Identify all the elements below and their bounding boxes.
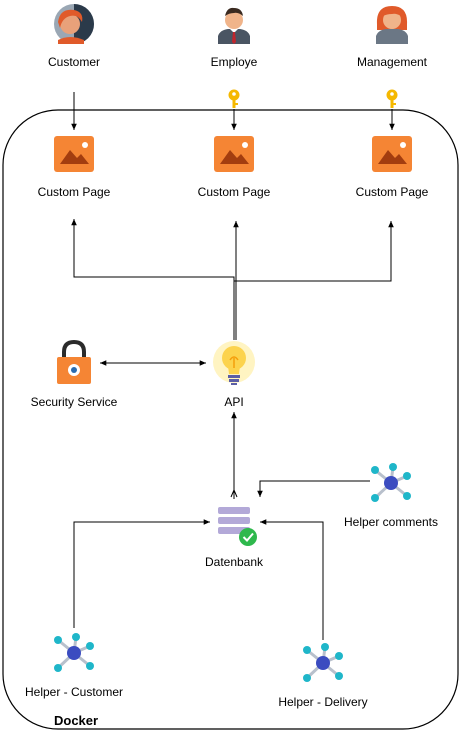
- helper-comments-label: Helper comments: [343, 515, 439, 529]
- database-check-icon: [218, 507, 257, 546]
- docker-container: [2, 109, 459, 730]
- image-page-icon-employee: [214, 136, 254, 172]
- management-page-label: Custom Page: [355, 185, 429, 199]
- management-avatar-icon: [376, 6, 408, 44]
- customer-label: Customer: [47, 55, 101, 69]
- lightbulb-icon: [213, 341, 255, 385]
- edge-api-to-customer-page: [71, 219, 235, 340]
- key-icon-management: [386, 89, 398, 108]
- customer-page-label: Custom Page: [37, 185, 111, 199]
- network-hub-icon-delivery: [303, 643, 343, 682]
- edge-api-to-management-page: [234, 221, 394, 282]
- employee-page-label: Custom Page: [197, 185, 271, 199]
- database-label: Datenbank: [204, 555, 264, 569]
- edge-helper-customer-to-db: [73, 519, 210, 628]
- edge-helper-comments-to-db: [257, 480, 370, 497]
- helper-customer-label: Helper - Customer: [24, 685, 124, 699]
- management-label: Management: [356, 55, 428, 69]
- api-label: API: [224, 395, 244, 409]
- employee-label: Employe: [210, 55, 258, 69]
- edge-helper-delivery-to-db: [260, 519, 324, 640]
- employee-avatar-icon: [218, 7, 250, 44]
- docker-label: Docker: [54, 713, 99, 728]
- network-hub-icon-comments: [371, 463, 411, 502]
- helper-delivery-label: Helper - Delivery: [278, 695, 368, 709]
- edge-database-crowfoot: [230, 488, 238, 499]
- network-hub-icon-customer: [54, 633, 94, 672]
- padlock-icon: [57, 339, 91, 384]
- image-page-icon-customer: [54, 136, 94, 172]
- security-service-label: Security Service: [30, 395, 118, 409]
- customer-avatar-icon: [54, 4, 94, 44]
- image-page-icon-management: [372, 136, 412, 172]
- key-icon-employee: [228, 89, 240, 108]
